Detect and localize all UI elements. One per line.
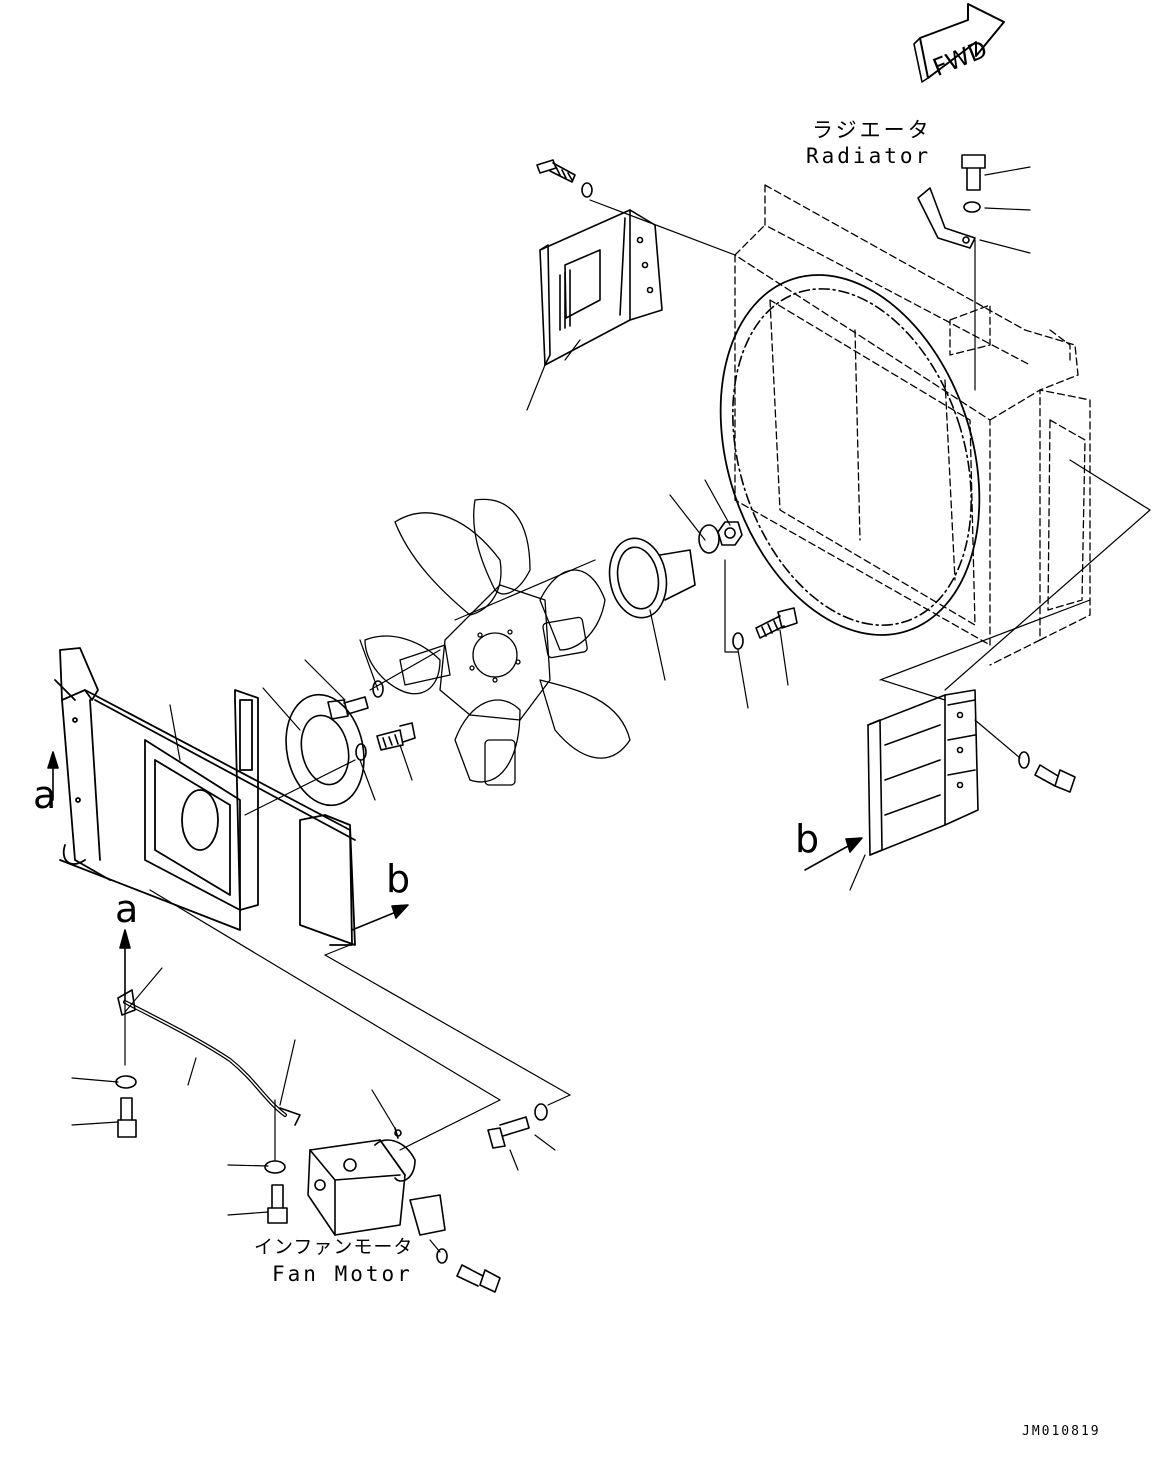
ref-letter-b: b	[795, 817, 820, 861]
bolt-icon	[327, 696, 369, 720]
fwd-text: FWD	[929, 35, 991, 82]
washer-icon	[963, 201, 981, 213]
plug-icon	[394, 1129, 402, 1137]
bolt-icon	[961, 154, 986, 191]
washer-icon	[1018, 751, 1030, 769]
bolt-icon	[376, 722, 416, 751]
washer-icon	[581, 182, 593, 198]
radiator-label-jp: ラジエータ	[812, 118, 932, 142]
fan-motor-label-en: Fan Motor	[272, 1262, 413, 1286]
washer-icon	[372, 680, 384, 698]
washer-icon	[436, 1248, 448, 1264]
bearing-plate-part	[285, 693, 365, 807]
fan-motor-part	[307, 1127, 446, 1236]
washer-icon	[355, 743, 367, 761]
stay-bracket-part	[917, 187, 976, 249]
upper-bracket-part	[539, 209, 663, 366]
radiator-label-en: Radiator	[806, 144, 932, 168]
bolt-icon	[456, 1264, 501, 1293]
bolt-icon	[267, 1184, 288, 1224]
leader-lines	[71, 166, 1151, 1253]
ref-letter-b: b	[386, 857, 411, 901]
bolt-icon	[487, 1116, 530, 1149]
washer-icon	[115, 1075, 137, 1089]
hose-part	[117, 989, 301, 1126]
fan-guard-frame-part	[54, 647, 356, 946]
ref-arrow-icon	[47, 751, 863, 1001]
ref-letter-a: a	[115, 887, 139, 931]
bolt-icon	[1034, 764, 1076, 793]
bolt-icon	[536, 159, 576, 183]
washer-icon	[264, 1160, 286, 1174]
drawing-code: JM010819	[1022, 1424, 1101, 1439]
fan-hub-part	[608, 537, 696, 619]
bolt-icon	[117, 1097, 137, 1138]
fan-part	[364, 498, 631, 786]
fan-motor-label-jp: インファンモータ	[254, 1236, 414, 1258]
washer-icon	[534, 1103, 548, 1121]
lower-right-bracket-part	[867, 689, 979, 856]
fan-shroud-ring	[719, 274, 981, 636]
washer-icon	[732, 632, 744, 650]
ref-letter-a: a	[33, 773, 57, 817]
bolt-icon	[755, 607, 798, 639]
radiator-part	[734, 184, 1091, 666]
washer-icon	[698, 524, 720, 554]
fwd-arrow-icon: FWD	[913, 3, 1005, 83]
nut-icon	[717, 521, 743, 546]
